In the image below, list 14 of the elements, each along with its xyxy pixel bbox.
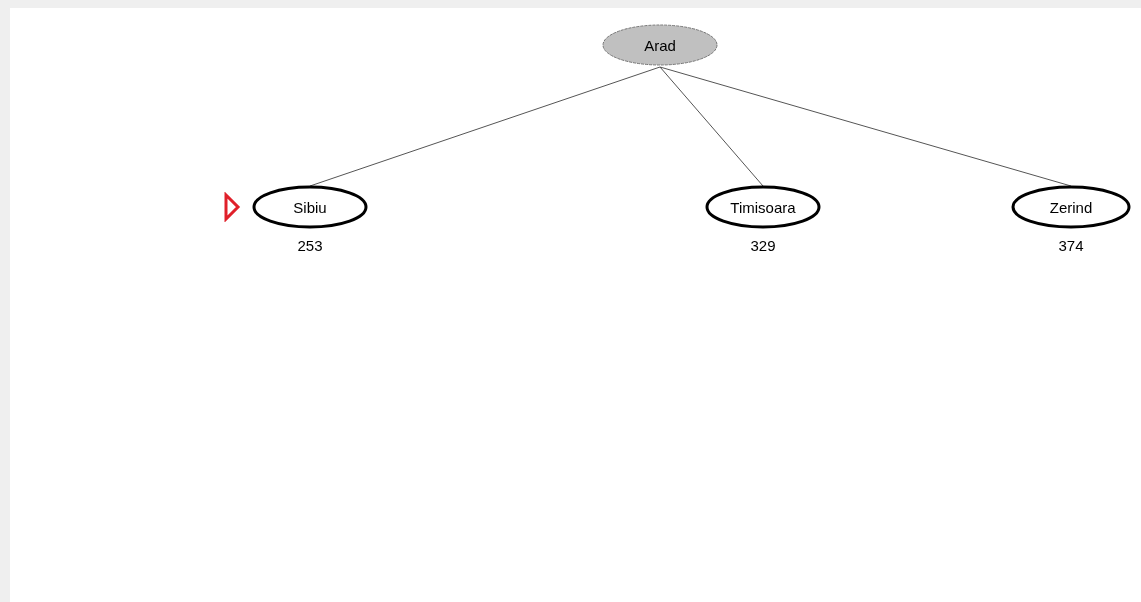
tree-edge bbox=[659, 66, 1072, 187]
heuristic-value: 374 bbox=[1057, 237, 1085, 254]
expanded-node-ellipse bbox=[601, 23, 719, 67]
node-name: Arad bbox=[644, 36, 676, 54]
frontier-node-ellipse bbox=[705, 185, 821, 229]
node-name: Zerind bbox=[1049, 198, 1093, 216]
frontier-node-ellipse bbox=[252, 185, 368, 229]
heuristic-value: 329 bbox=[749, 237, 777, 254]
node-name: Sibiu bbox=[293, 198, 327, 216]
node-name: Timisoara bbox=[730, 198, 796, 216]
heuristic-value: 253 bbox=[296, 237, 324, 254]
tree-edge bbox=[659, 66, 764, 187]
frontier-node-ellipse bbox=[1011, 185, 1131, 229]
tree-edge bbox=[309, 66, 661, 187]
